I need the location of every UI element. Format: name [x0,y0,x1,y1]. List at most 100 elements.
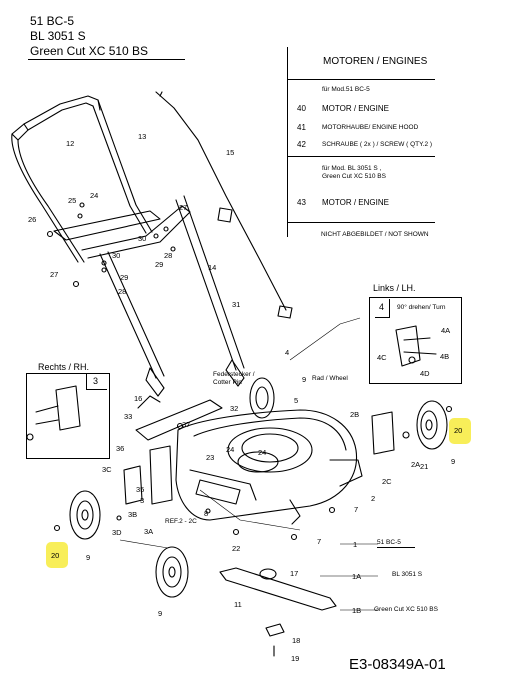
inset-rh-title: Rechts / RH. [38,362,90,372]
inset-lh-label-4a: 4A [441,326,451,335]
part-label-4: 4 [285,348,290,357]
part-label-3: 3 [140,496,145,505]
part-label-3d: 3D [112,528,122,537]
part-label-24b: 24 [226,445,235,454]
highlight-20-left [46,542,68,568]
engine-table-mod-1: für Mod.51 BC-5 [322,86,370,93]
part-label-23: 23 [206,453,215,462]
part-label-26: 26 [28,215,37,224]
part-label-14: 14 [208,263,217,272]
header-underline [28,59,185,60]
callout-ref: REF.2 - 2C [165,518,197,525]
part-label-37: 37 [182,420,191,429]
rear-bracket [135,395,223,441]
small-hardware [46,202,453,541]
engine-table-title: MOTOREN / ENGINES [323,56,428,67]
part-label-27b: 27 [50,270,59,279]
part-label-1: 1 [353,540,358,549]
engine-row-41-text: MOTORHAUBE/ ENGINE HOOD [322,124,419,131]
engine-table: MOTOREN / ENGINES für Mod.51 BC-5 40 MOT… [287,47,435,238]
inset-lh-label-4b: 4B [440,352,450,361]
wheel-front-right [416,400,448,450]
part-label-25: 25 [68,196,77,205]
leader-lines [119,317,378,611]
height-adjuster-right [371,411,395,455]
header-model-3: Green Cut XC 510 BS [30,44,149,58]
part-label-29b: 29 [120,273,129,282]
header-model-1: 51 BC-5 [30,14,75,28]
inset-lh-label-4d: 4D [420,369,430,378]
part-label-33: 33 [124,412,133,421]
header-model-2: BL 3051 S [30,29,86,43]
highlight-20-right [449,418,471,444]
part-label-9d: 9 [158,609,163,618]
upper-handle [11,95,161,263]
callout-model-1: 51 BC-5 [377,539,415,548]
engine-row-43-num: 43 [297,198,306,207]
part-label-32: 32 [230,404,239,413]
part-label-13: 13 [138,132,147,141]
part-label-1b: 1B [352,606,362,615]
part-label-24a: 24 [90,191,99,200]
part-label-9a: 9 [302,375,307,384]
part-label-20-right: 20 [454,426,463,435]
part-label-11: 11 [234,600,242,609]
engine-table-mod-2b: Green Cut XC 510 BS [322,173,386,180]
control-cable [155,91,293,319]
part-label-9b: 9 [451,457,456,466]
inset-lh-box-num: 4 [379,302,385,312]
part-label-24c: 24 [258,448,267,457]
engine-row-42-num: 42 [297,140,306,149]
mower-deck [175,409,363,525]
part-label-2b: 2B [350,410,360,419]
diagram-id: E3-08349A-01 [349,656,446,673]
engine-table-hline-2 [287,156,435,157]
callout-model-1a: BL 3051 S [392,571,423,578]
part-label-22: 22 [232,544,241,553]
part-label-1a: 1A [352,572,362,581]
part-label-17: 17 [290,569,299,578]
part-label-15: 15 [226,148,235,157]
part-label-31: 31 [232,300,241,309]
inset-lh-box-text: 90° drehen/ Turn [397,304,446,311]
part-label-27a: 27 [179,203,188,212]
part-label-12: 12 [66,139,75,148]
engine-table-hline-1 [287,79,435,80]
engine-row-41-num: 41 [297,123,306,132]
inset-rh-box [86,373,107,390]
engine-row-42-text: SCHRAUBE ( 2x ) / SCREW ( QTY.2 ) [322,141,433,148]
part-label-28a: 28 [164,251,173,260]
part-label-36: 36 [116,444,125,453]
part-label-35: 35 [136,485,145,494]
part-label-3c: 3C [102,465,112,474]
part-label-9c: 9 [86,553,91,562]
engine-table-vline [287,47,288,237]
part-label-7b: 7 [317,537,322,546]
callout-model-1b: Green Cut XC 510 BS [374,606,438,613]
part-label-3a: 3A [144,527,154,536]
inset-rh-drawing [26,385,81,441]
lower-handle [81,195,245,397]
part-label-28b: 28 [118,287,127,296]
part-label-30b: 30 [112,251,121,260]
engine-row-40-num: 40 [297,104,306,113]
inset-lh-label-4c: 4C [377,353,387,362]
inset-rh-box-num: 3 [93,376,99,386]
inset-lh-title: Links / LH. [373,283,416,293]
part-label-5: 5 [294,396,299,405]
part-label-2a: 2A [411,460,421,469]
engine-row-40-text: MOTOR / ENGINE [322,104,389,113]
part-label-30a: 30 [138,234,147,243]
part-label-19: 19 [291,654,300,663]
part-label-2: 2 [371,494,376,503]
inset-rh-frame [26,373,110,459]
part-label-2c: 2C [382,477,392,486]
part-label-8: 8 [204,509,209,518]
callout-cotter-pin: Federstecker / Cotter Pin [213,371,255,386]
part-label-21: 21 [420,462,429,471]
height-adjuster-left [123,445,173,505]
inset-lh-box [375,299,390,318]
part-label-16: 16 [134,394,143,403]
part-label-20-left: 20 [51,551,60,560]
